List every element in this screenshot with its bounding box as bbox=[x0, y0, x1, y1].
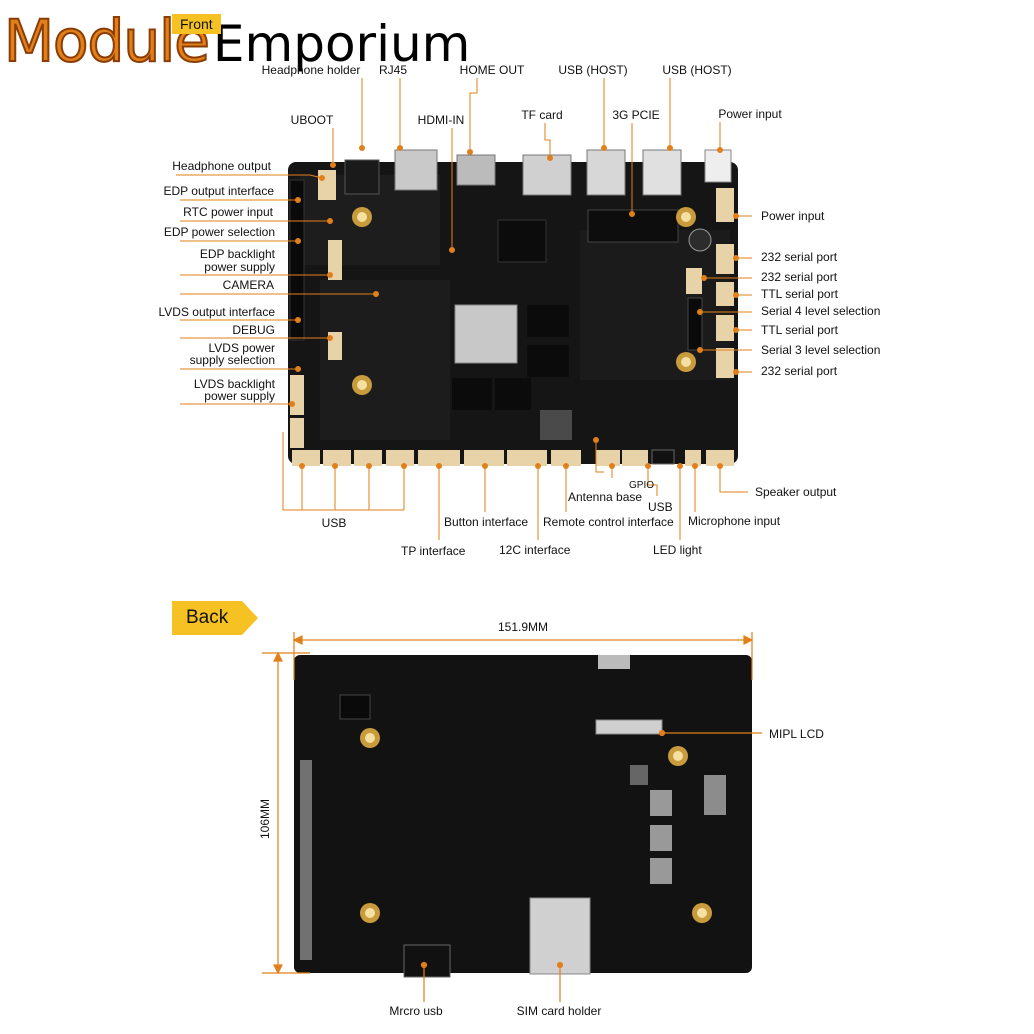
label-232-serial-2: 232 serial port bbox=[761, 270, 838, 284]
back-tag-label: Back bbox=[172, 601, 243, 635]
front-leader-lines bbox=[176, 78, 752, 540]
back-dimension-lines bbox=[262, 632, 762, 1002]
label-power-input-right: Power input bbox=[761, 209, 825, 223]
label-usb-host-1: USB (HOST) bbox=[558, 63, 628, 77]
label-usb-group: USB bbox=[321, 516, 347, 530]
label-ttl-serial-2: TTL serial port bbox=[761, 323, 838, 337]
label-232-serial-1: 232 serial port bbox=[761, 250, 838, 264]
label-lvds-backlight-1: LVDS backlight bbox=[193, 377, 275, 391]
label-3g-pcie: 3G PCIE bbox=[612, 108, 660, 122]
label-camera: CAMERA bbox=[222, 278, 274, 292]
front-board bbox=[288, 149, 738, 466]
label-micro-usb: Mrcro usb bbox=[389, 1004, 443, 1018]
label-headphone-output: Headphone output bbox=[172, 159, 271, 173]
label-gpio: GPIO bbox=[629, 480, 655, 491]
label-microphone-input: Microphone input bbox=[688, 514, 781, 528]
label-serial3-selection: Serial 3 level selection bbox=[761, 343, 881, 357]
label-remote-control: Remote control interface bbox=[543, 515, 674, 529]
label-headphone-holder: Headphone holder bbox=[261, 63, 361, 77]
label-speaker-output: Speaker output bbox=[755, 485, 837, 499]
label-edp-output: EDP output interface bbox=[163, 184, 274, 198]
label-232-serial-3: 232 serial port bbox=[761, 364, 838, 378]
label-i2c-interface: 12C interface bbox=[499, 543, 571, 557]
label-rtc-power: RTC power input bbox=[183, 205, 273, 219]
label-lvds-power-2: supply selection bbox=[189, 353, 275, 367]
back-tag-arrow bbox=[242, 601, 259, 635]
label-lvds-output: LVDS output interface bbox=[158, 305, 275, 319]
label-edp-backlight-2: power supply bbox=[204, 260, 275, 274]
front-tag-label: Front bbox=[172, 14, 221, 34]
label-mipi-lcd: MIPL LCD bbox=[769, 727, 824, 741]
back-tag: Back bbox=[172, 601, 259, 635]
label-edp-backlight-1: EDP backlight bbox=[199, 247, 275, 261]
label-tp-interface: TP interface bbox=[401, 544, 466, 558]
brand-part2: Emporium bbox=[212, 15, 471, 73]
label-home-out: HOME OUT bbox=[459, 63, 525, 77]
label-lvds-power-1: LVDS power bbox=[208, 341, 275, 355]
label-tf-card: TF card bbox=[521, 108, 563, 122]
back-board bbox=[294, 655, 752, 978]
label-sim-card-holder: SIM card holder bbox=[516, 1004, 602, 1018]
label-lvds-backlight-2: power supply bbox=[204, 389, 275, 403]
label-power-input-top: Power input bbox=[718, 107, 782, 121]
label-hdmi-in: HDMI-IN bbox=[417, 113, 465, 127]
label-serial4-selection: Serial 4 level selection bbox=[761, 304, 881, 318]
label-usb-host-2: USB (HOST) bbox=[662, 63, 732, 77]
label-height-dimension: 106MM bbox=[258, 799, 272, 840]
label-uboot: UBOOT bbox=[290, 113, 334, 127]
label-usb-bottom: USB bbox=[648, 500, 673, 514]
label-button-interface: Button interface bbox=[444, 515, 529, 529]
label-edp-power-selection: EDP power selection bbox=[163, 225, 275, 239]
label-debug: DEBUG bbox=[232, 323, 275, 337]
label-ttl-serial-1: TTL serial port bbox=[761, 287, 838, 301]
label-led-light: LED light bbox=[653, 543, 702, 557]
label-rj45: RJ45 bbox=[378, 63, 408, 77]
front-tag: Front bbox=[172, 14, 221, 34]
label-width-dimension: 151.9MM bbox=[497, 620, 549, 634]
label-antenna-base: Antenna base bbox=[568, 490, 643, 504]
